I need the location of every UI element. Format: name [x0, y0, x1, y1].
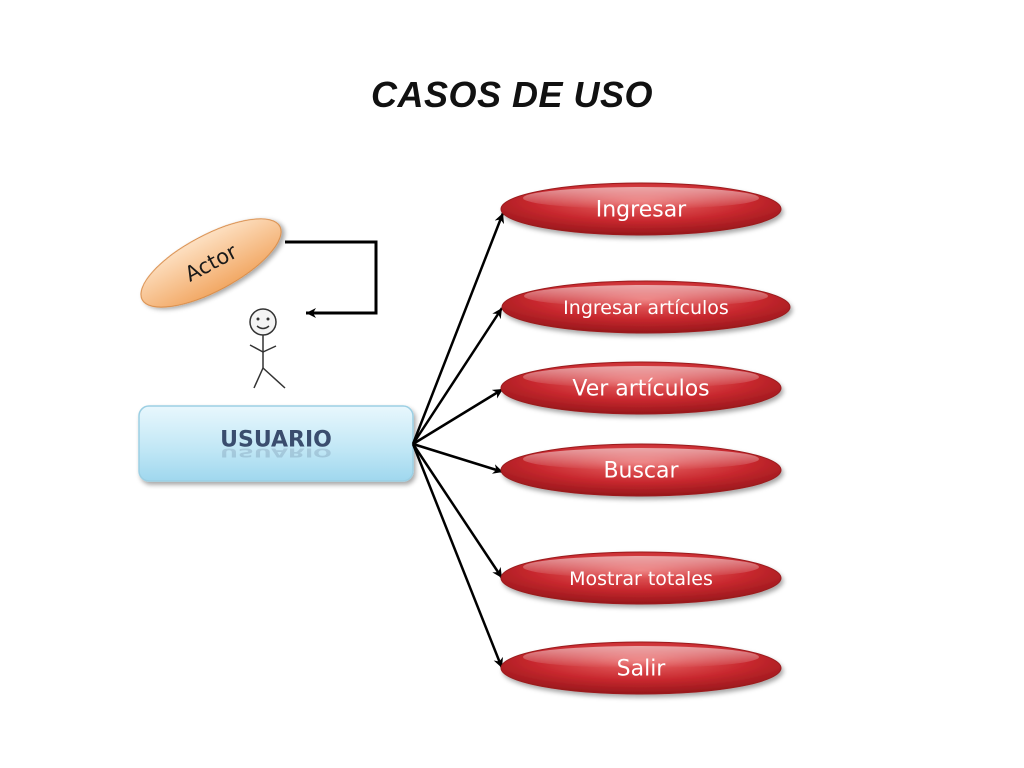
arrow-to-use-case-5 — [411, 443, 504, 579]
use-case-4-label: Buscar — [603, 459, 679, 484]
usuario-box: USUARIO USUARIO — [138, 405, 414, 482]
use-case-6: Salir — [500, 641, 782, 695]
use-case-1-label: Ingresar — [596, 198, 687, 223]
use-case-2-label: Ingresar artículos — [563, 297, 729, 319]
actor-bubble: Actor — [140, 218, 282, 308]
association-arrows — [411, 212, 505, 669]
use-case-5-label: Mostrar totales — [569, 568, 713, 590]
use-case-3: Ver artículos — [500, 361, 782, 415]
use-case-1: Ingresar — [500, 182, 782, 236]
arrow-to-use-case-6 — [411, 443, 504, 669]
arrow-to-use-case-4 — [412, 442, 504, 474]
use-case-2: Ingresar artículos — [501, 280, 791, 334]
arrow-to-use-case-3 — [412, 387, 504, 446]
stick-figure-icon — [249, 308, 286, 389]
arrow-to-use-case-1 — [411, 212, 505, 445]
usuario-label: USUARIO — [220, 428, 332, 453]
use-case-5: Mostrar totales — [500, 551, 782, 605]
arrow-to-use-case-2 — [411, 307, 504, 445]
actor-connector-arrow — [285, 240, 378, 318]
use-case-6-label: Salir — [617, 657, 667, 682]
use-case-4: Buscar — [500, 443, 782, 497]
slide-title: CASOS DE USO — [370, 74, 654, 115]
use-case-3-label: Ver artículos — [572, 377, 709, 402]
usuario-label-reflection: USUARIO — [220, 445, 332, 459]
